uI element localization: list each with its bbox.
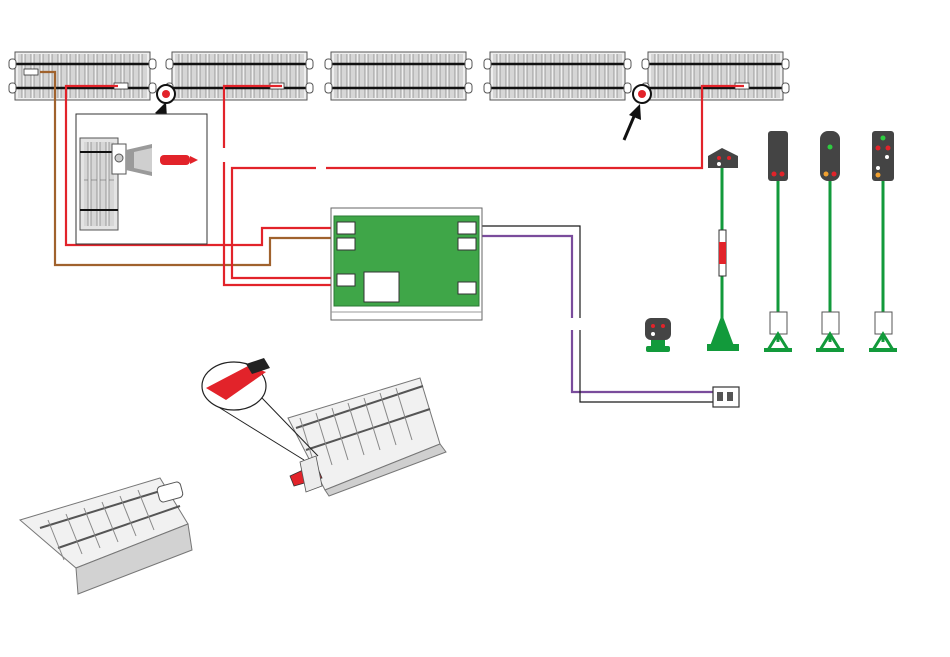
plug-connector — [713, 387, 739, 407]
track-section-4 — [484, 52, 631, 100]
block-signal-2 — [816, 131, 844, 352]
light-signal-icon — [869, 131, 897, 352]
magnifier-callout — [202, 358, 318, 460]
semaphore-signal — [707, 148, 739, 351]
track-insert-perspective-lower — [20, 478, 192, 594]
light-signal-icon — [816, 131, 844, 352]
light-signal-icon — [764, 131, 792, 352]
track-section-3 — [325, 52, 472, 100]
decoder-module — [331, 208, 482, 320]
track-section-5 — [642, 52, 789, 100]
dwarf-signal-icon — [645, 318, 671, 352]
dwarf-signal — [645, 318, 671, 352]
track-section-2 — [166, 52, 313, 100]
black-wire — [476, 226, 714, 402]
track-section-1 — [9, 52, 156, 100]
block-signal-1 — [764, 131, 792, 352]
main-signal — [869, 131, 897, 352]
semaphore-signal-icon — [707, 148, 739, 351]
track-insert-perspective-upper — [288, 378, 446, 496]
violet-wire — [476, 236, 714, 392]
isolation-insert-detail — [76, 114, 207, 244]
